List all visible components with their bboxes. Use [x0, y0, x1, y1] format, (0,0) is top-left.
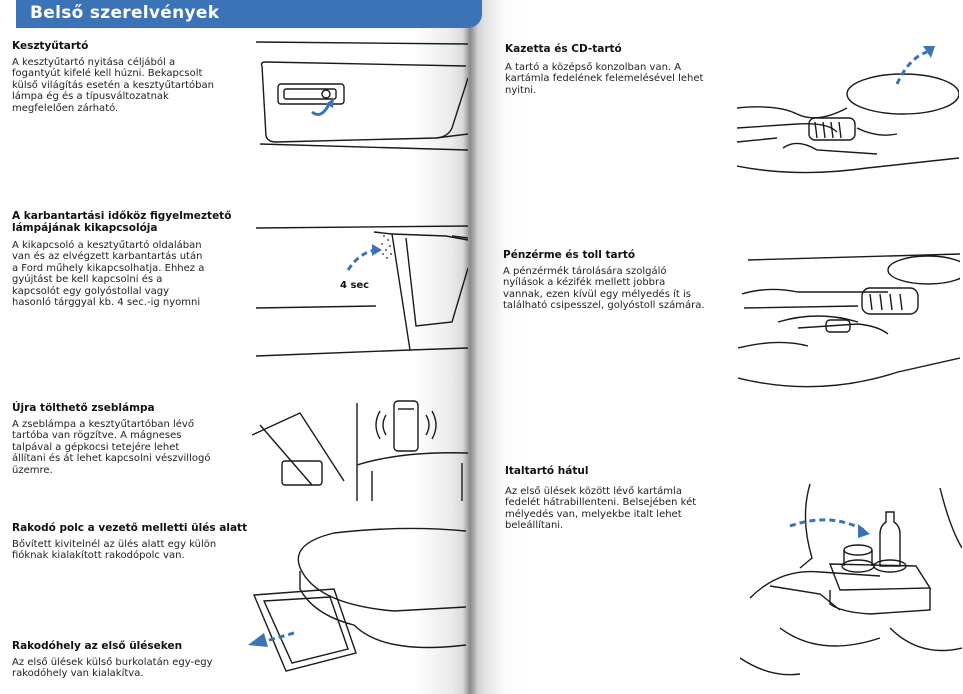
page-title: Belső szerelvények [30, 3, 220, 23]
service-switch-illustration: 4 sec [256, 218, 468, 358]
rear-cupholder-illustration [740, 478, 962, 688]
service-switch-heading: A karbantartási időköz figyelmeztető lám… [12, 210, 232, 234]
glovebox-heading: Kesztyűtartó [12, 40, 89, 52]
left-page [0, 0, 470, 694]
seat-drawer-text: Bővített kivitelnél az ülés alatt egy kü… [12, 539, 217, 562]
service-switch-text: A kikapcsoló a kesztyűtartó oldalában va… [12, 240, 205, 309]
seat-drawer-illustration [244, 525, 466, 673]
cupholder-heading: Italtartó hátul [505, 465, 589, 477]
cd-holder-illustration [737, 38, 959, 190]
seat-storage-heading: Rakodóhely az első üléseken [12, 640, 183, 652]
glovebox-illustration [236, 38, 468, 158]
glovebox-text: A kesztyűtartó nyitása céljából a fogant… [12, 57, 214, 114]
seat-storage-text: Az első ülések külső burkolatán egy-egy … [12, 657, 213, 680]
flashlight-illustration [252, 395, 468, 507]
cd-holder-heading: Kazetta és CD-tartó [505, 43, 622, 55]
section-title-bar: Belső szerelvények [16, 0, 482, 28]
flashlight-text: A zseblámpa a kesztyűtartóban lévő tartó… [12, 419, 211, 476]
cd-holder-text: A tartó a középső konzolban van. A kartá… [505, 62, 704, 96]
switch-duration-label: 4 sec [340, 280, 369, 291]
coin-holder-text: A pénzérmék tárolására szolgáló nyílások… [503, 266, 705, 312]
coin-holder-illustration [738, 248, 960, 400]
cupholder-text: Az első ülések között lévő kartámla fede… [505, 486, 697, 532]
seat-drawer-heading: Rakodó polc a vezető melletti ülés alatt [12, 522, 248, 534]
right-page [470, 0, 963, 694]
coin-holder-heading: Pénzérme és toll tartó [503, 249, 636, 261]
book-gutter [463, 0, 477, 694]
flashlight-heading: Újra tölthető zseblámpa [12, 402, 155, 414]
